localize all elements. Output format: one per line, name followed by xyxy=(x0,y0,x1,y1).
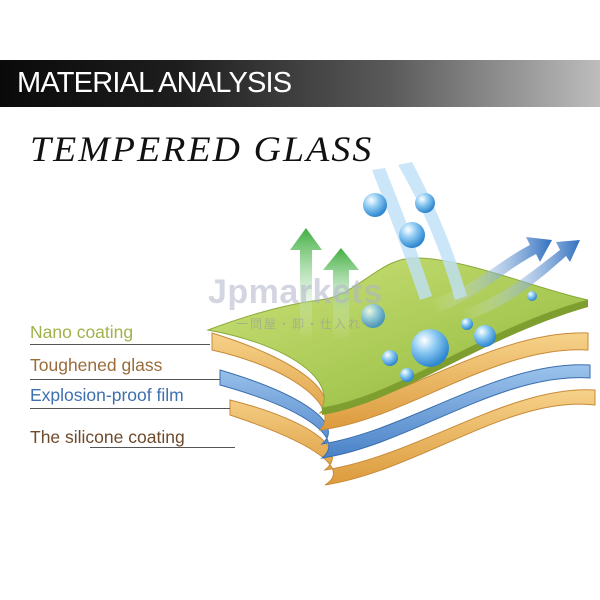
up-arrow-green-icon xyxy=(323,248,359,340)
blue-arrow-icon xyxy=(430,237,552,312)
water-droplet-icon xyxy=(361,193,537,382)
up-arrow-green-icon xyxy=(290,228,322,340)
nano-coating-layer xyxy=(206,257,589,409)
watermark-subtitle: 一問屋・卸・仕入れ一 xyxy=(236,317,377,331)
page-title: TEMPERED GLASS xyxy=(30,129,374,169)
watermark: Jpmarkets 一問屋・卸・仕入れ一 xyxy=(208,273,383,331)
leader-line xyxy=(30,344,210,345)
toughened-glass-layer xyxy=(211,332,589,431)
header-bar: MATERIAL ANALYSIS xyxy=(0,60,600,107)
watermark-brand: Jpmarkets xyxy=(208,273,383,311)
blue-arrow-icon xyxy=(460,240,580,320)
leader-line xyxy=(30,379,220,380)
label-silicone-coating: The silicone coating xyxy=(30,427,185,447)
label-explosion-proof-film: Explosion-proof film xyxy=(30,385,184,405)
leader-line xyxy=(90,447,235,448)
label-nano-coating: Nano coating xyxy=(30,322,134,342)
leader-line xyxy=(30,408,230,409)
header-title: MATERIAL ANALYSIS xyxy=(17,67,292,99)
label-toughened-glass: Toughened glass xyxy=(30,355,163,375)
